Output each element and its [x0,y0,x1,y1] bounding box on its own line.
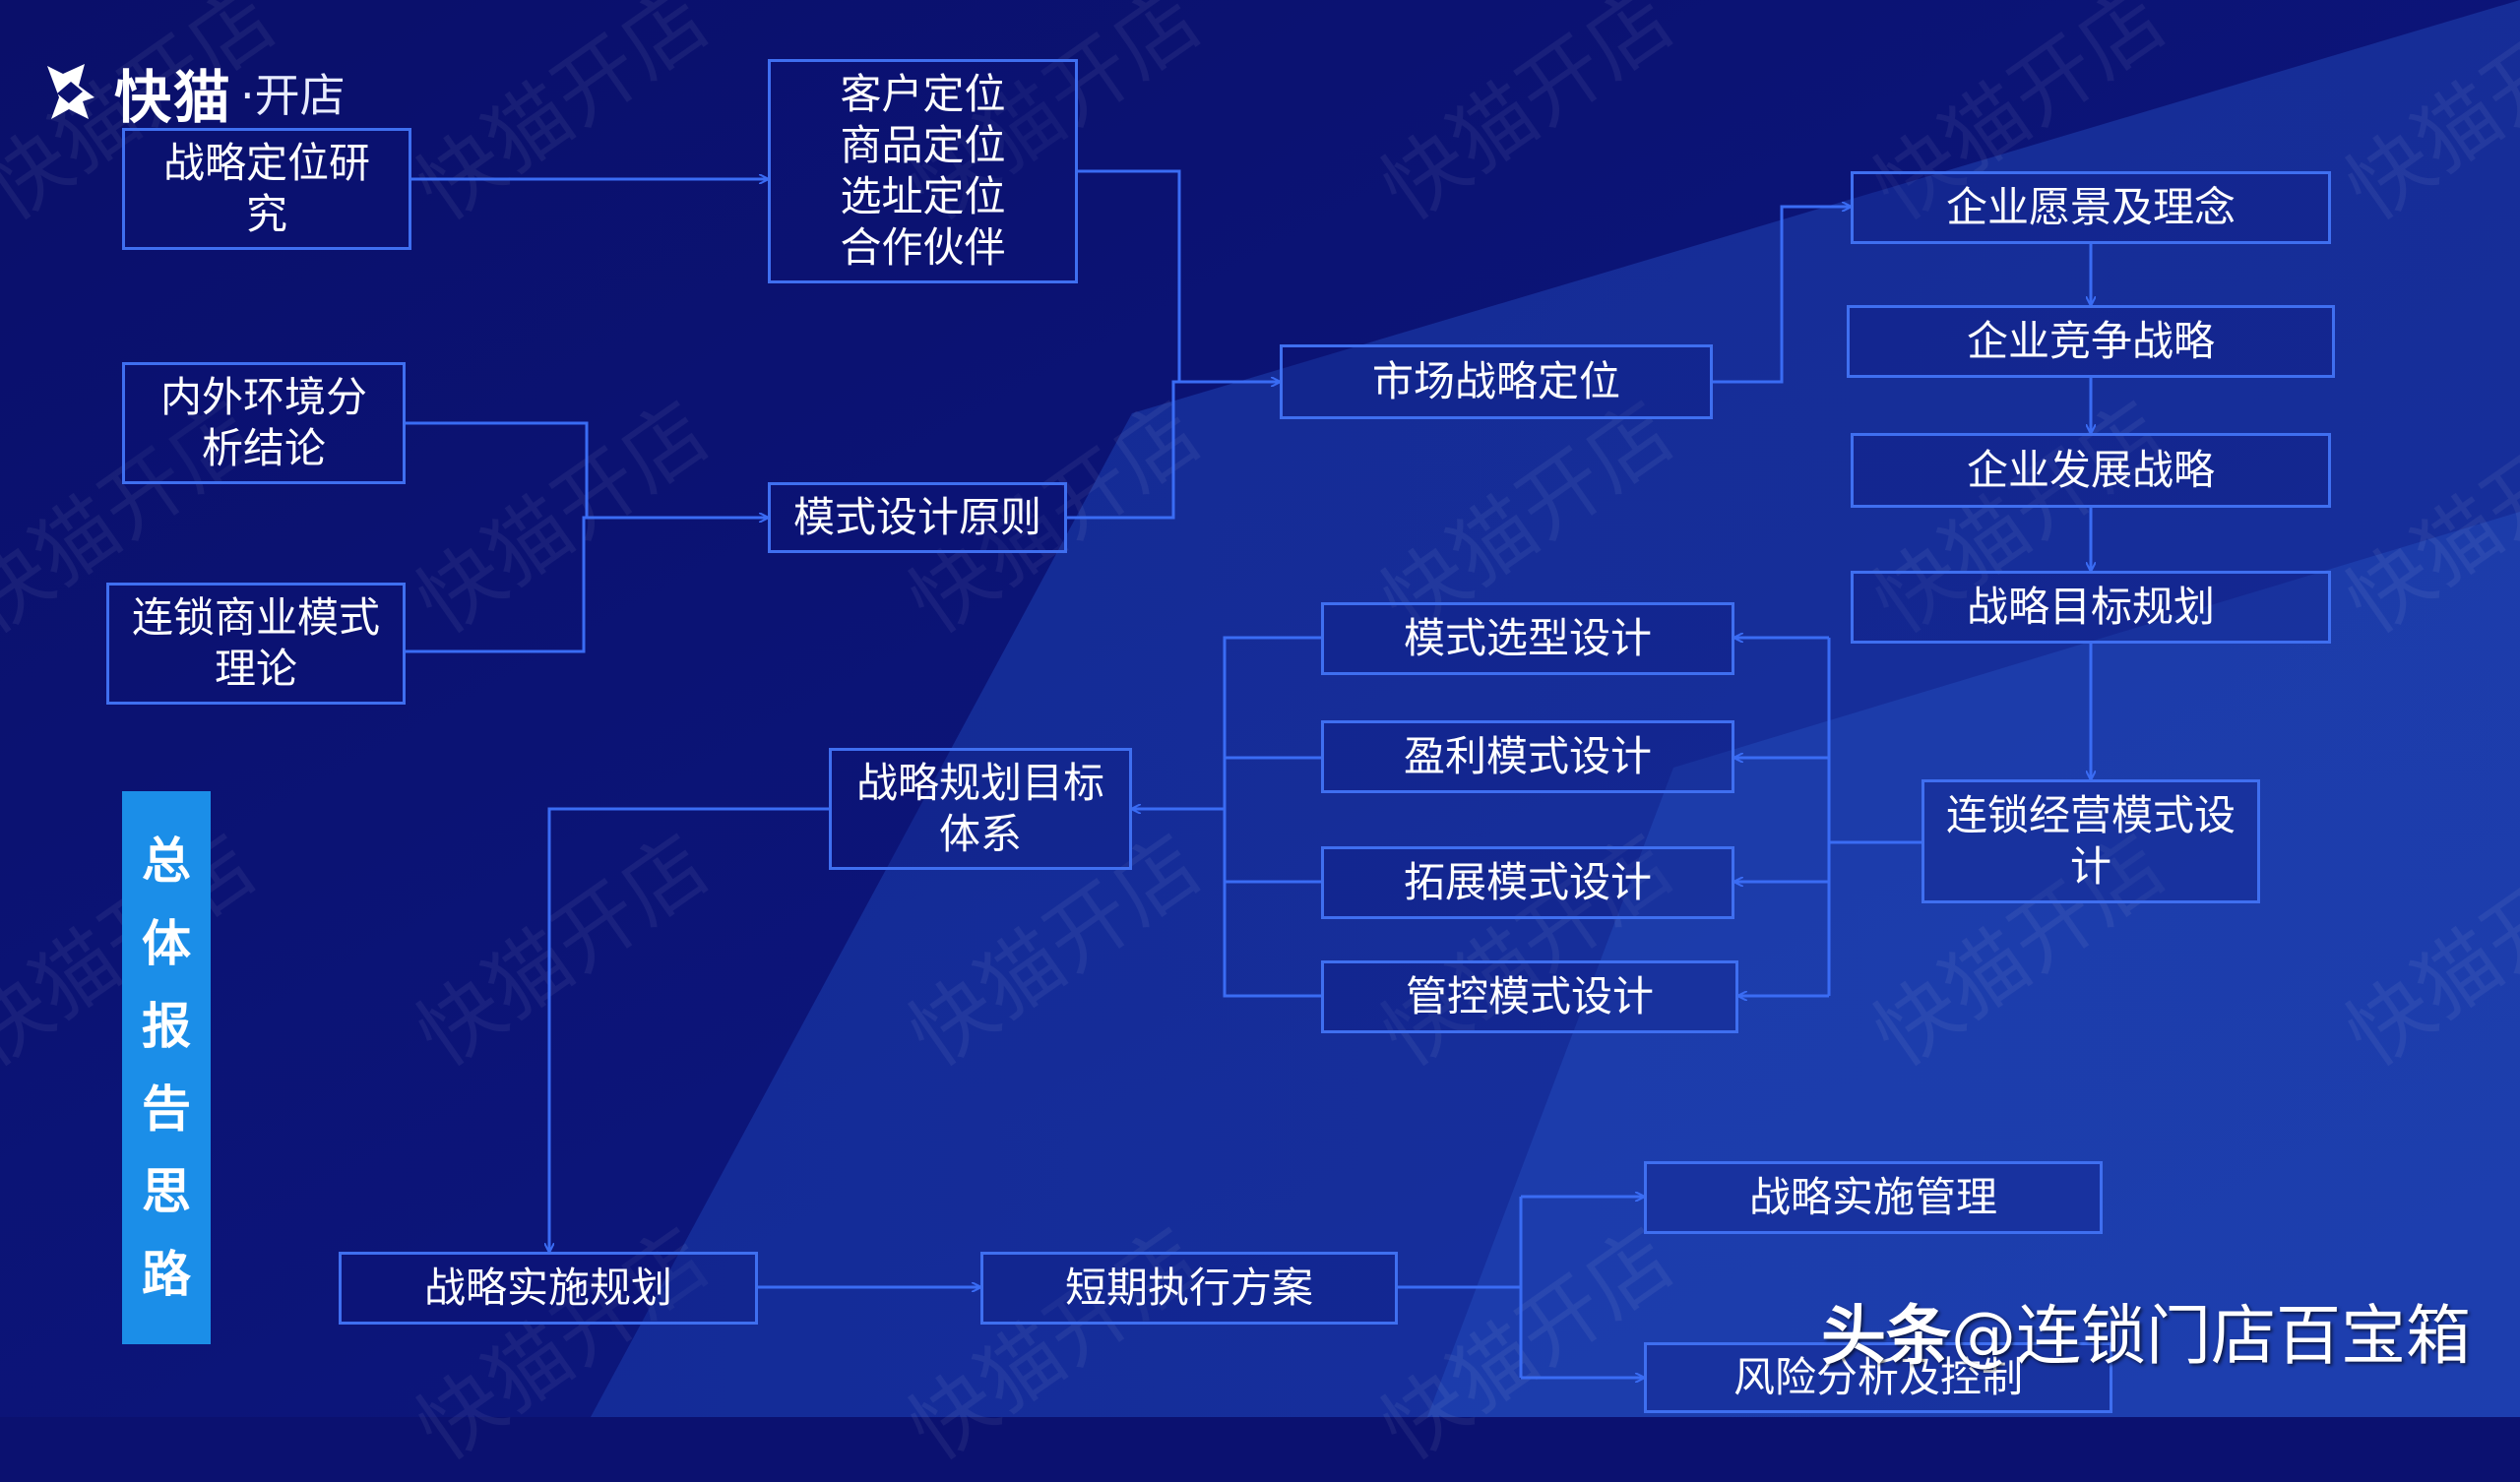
node-env-analysis[interactable]: 内外环境分 析结论 [122,362,406,484]
node-goal-planning[interactable]: 战略目标规划 [1851,571,2331,644]
node-label: 客户定位 商品定位 选址定位 合作伙伴 [840,70,1006,272]
source-credit: 头条@连锁门店百宝箱 [1821,1283,2471,1378]
node-label: 模式设计原则 [792,493,1041,541]
connectors [406,169,2520,1417]
node-model-principle[interactable]: 模式设计原则 [768,482,1067,553]
node-strategy-research[interactable]: 战略定位研 究 [122,128,411,250]
node-label: 企业竞争战略 [1966,317,2215,365]
node-label: 短期执行方案 [1064,1264,1313,1312]
credit-platform: 头条 [1821,1298,1951,1374]
node-label: 市场战略定位 [1371,357,1620,405]
node-label: 战略定位研 究 [162,139,370,238]
node-label: 企业愿景及理念 [1945,183,2236,231]
node-label: 战略实施规划 [423,1264,672,1312]
node-development[interactable]: 企业发展战略 [1851,433,2331,508]
node-chain-theory[interactable]: 连锁商业模式 理论 [106,583,406,705]
node-impl-mgmt[interactable]: 战略实施管理 [1644,1161,2103,1234]
node-mode-select[interactable]: 模式选型设计 [1321,602,1734,675]
node-label: 战略目标规划 [1966,583,2215,631]
node-chain-ops[interactable]: 连锁经营模式设 计 [1922,779,2260,903]
node-short-term[interactable]: 短期执行方案 [980,1252,1398,1325]
node-profit-mode[interactable]: 盈利模式设计 [1321,720,1734,793]
brand-logo: 快猫 ·开店 [39,51,346,134]
node-label: 战略实施管理 [1748,1173,1997,1221]
node-label: 连锁商业模式 理论 [131,593,380,693]
node-label: 内外环境分 析结论 [159,373,367,472]
node-risk[interactable]: 风险分析及控制 [1644,1342,2112,1413]
node-positioning-list[interactable]: 客户定位 商品定位 选址定位 合作伙伴 [768,59,1078,283]
node-label: 盈利模式设计 [1403,732,1652,780]
cat-logo-icon [47,64,94,119]
node-expand-mode[interactable]: 拓展模式设计 [1321,846,1734,919]
node-label: 风险分析及控制 [1732,1353,2023,1401]
credit-handle: @连锁门店百宝箱 [1951,1298,2471,1374]
node-impl-planning[interactable]: 战略实施规划 [339,1252,758,1325]
background [0,0,2520,1417]
node-label: 战略规划目标 体系 [855,759,1104,858]
node-label: 连锁经营模式设 计 [1945,791,2236,891]
node-label: 企业发展战略 [1966,446,2215,494]
sidebar-title-panel: 总 体 报 告 思 路 [122,791,211,1344]
node-competition[interactable]: 企业竞争战略 [1847,305,2335,378]
sidebar-title: 总 体 报 告 思 路 [142,833,191,1303]
node-label: 拓展模式设计 [1403,858,1652,906]
node-label: 管控模式设计 [1405,972,1654,1020]
node-market-positioning[interactable]: 市场战略定位 [1280,344,1713,419]
node-goal-system[interactable]: 战略规划目标 体系 [829,748,1132,870]
logo-sub: ·开店 [240,69,346,122]
node-vision[interactable]: 企业愿景及理念 [1851,171,2331,244]
node-label: 模式选型设计 [1403,614,1652,662]
node-control-mode[interactable]: 管控模式设计 [1321,960,1738,1033]
logo-brand: 快猫 [114,64,233,131]
